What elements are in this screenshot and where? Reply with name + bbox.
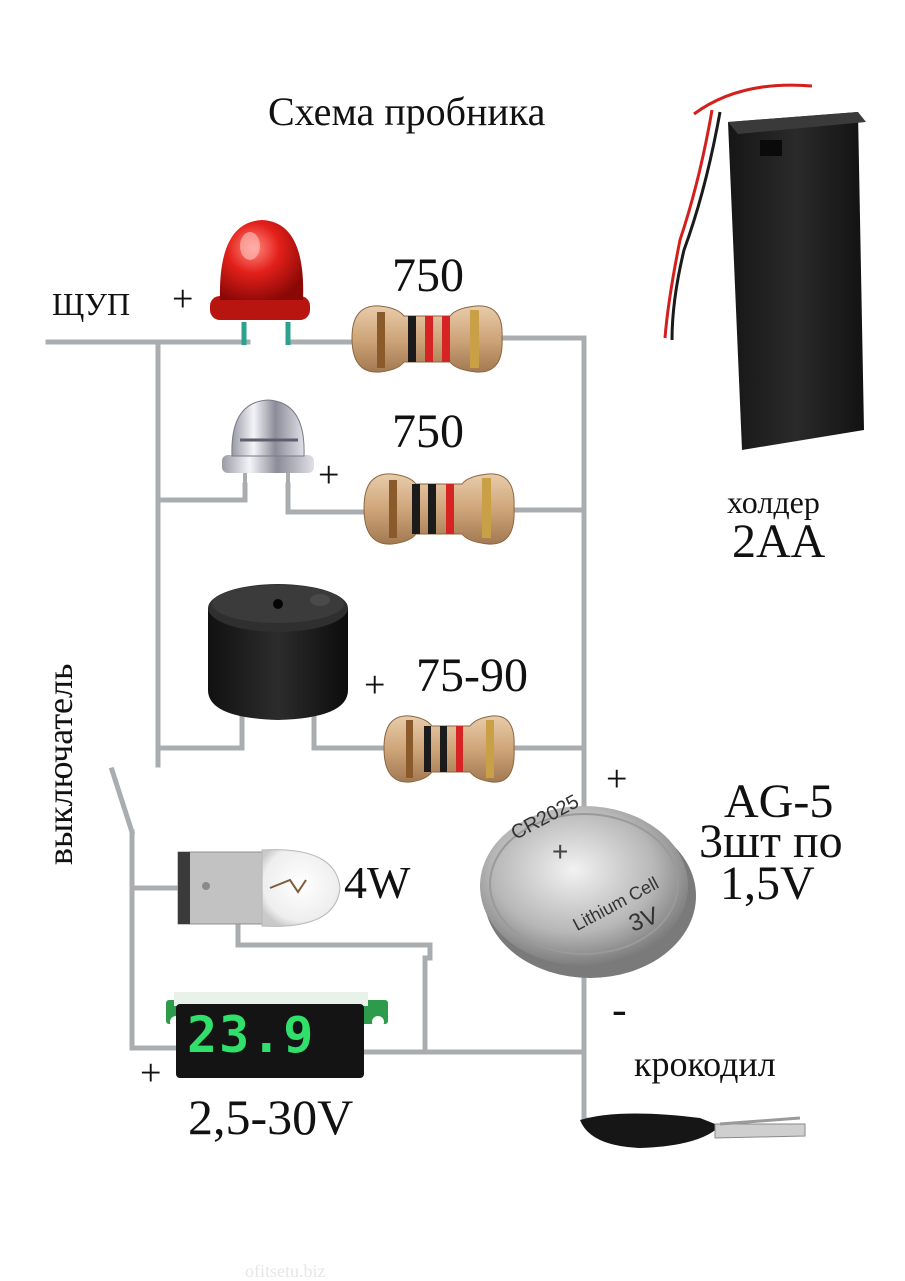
resistor-1-value: 750 [392,249,464,302]
led-plus-sign: + [172,278,194,320]
battery-type-label: AG-5 [724,775,834,828]
battery-holder [663,83,866,450]
resistor-3-value: 75-90 [416,649,528,702]
coin-cell [480,806,696,978]
light-bulb [177,849,341,927]
resistor-3 [383,715,515,783]
voltmeter [166,992,388,1078]
holder-type-label: 2AA [732,515,826,568]
buzzer-plus-sign: + [364,664,386,706]
resistor-2 [363,473,515,545]
battery-count-label: 3шт по [699,815,843,868]
resistor-1 [351,305,503,373]
battery-minus-sign: - [612,985,627,1034]
wire-bulb-return [422,942,433,1051]
resistor-2-value: 750 [392,405,464,458]
clip-label: крокодил [634,1044,776,1084]
holder-label: холдер [727,484,820,520]
wire-to-clip [581,1049,593,1123]
coin-cell-sign: + [552,836,569,867]
wire-buzzer-right [311,709,391,751]
diagram-title: Схема пробника [268,89,546,134]
voltmeter-plus-sign: + [140,1052,162,1094]
voltmeter-display: 23.9 [187,1006,316,1064]
wire-buzzer-left [155,709,245,751]
buzzer [208,584,348,720]
voltmeter-range-label: 2,5-30V [188,1089,354,1145]
bulb-power-label: 4W [344,857,411,908]
chrome-led [222,399,314,500]
battery-plus-sign: + [606,758,628,800]
switch-label: выключатель [40,663,80,865]
red-led [210,220,310,345]
led2-plus-sign: + [318,454,340,496]
alligator-clip [580,1113,806,1148]
probe-label: ЩУП [52,286,131,322]
wire-bulb-base [235,919,433,948]
wire-switch-lever [108,766,136,836]
watermark: ofitsetu.biz [245,1261,326,1281]
battery-voltage-label: 1,5V [720,857,815,910]
wire-led2-branch [155,482,248,503]
